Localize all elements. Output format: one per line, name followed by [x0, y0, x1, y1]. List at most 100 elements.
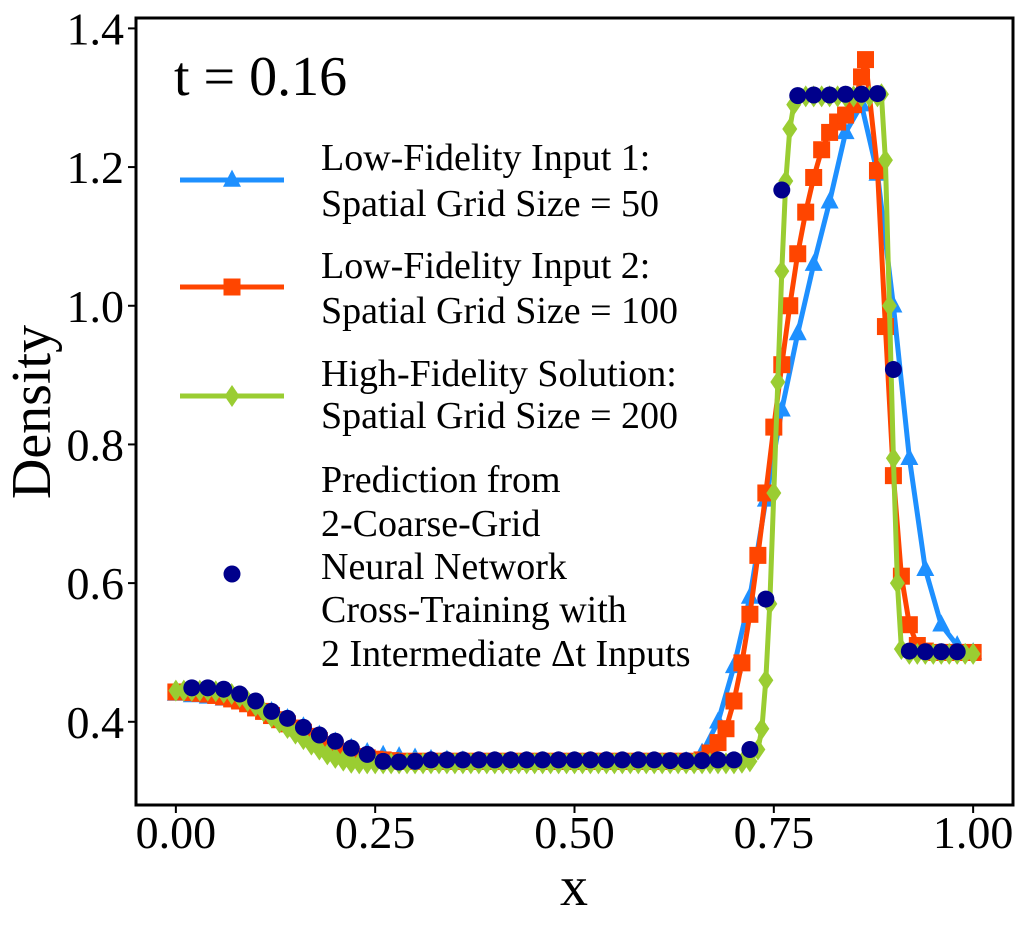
series-4-point — [358, 745, 376, 763]
series-2-point — [781, 297, 799, 315]
legend-marker — [224, 385, 240, 407]
series-3-point — [774, 260, 790, 283]
series-4-point — [215, 680, 233, 698]
series-4-point — [693, 752, 711, 770]
series-2-point — [709, 734, 727, 752]
series-3-point — [766, 481, 782, 504]
series-4-point — [629, 751, 647, 769]
series-4-point — [837, 85, 855, 103]
series-4-point — [294, 718, 312, 736]
legend-label: Low-Fidelity Input 2:Spatial Grid Size =… — [321, 245, 678, 332]
series-2-point — [733, 654, 751, 672]
series-4-point — [805, 86, 823, 104]
series-4-point — [900, 642, 918, 660]
legend-entry-1: Low-Fidelity Input 1:Spatial Grid Size =… — [180, 137, 659, 225]
time-annotation: t = 0.16 — [174, 46, 347, 108]
series-1-point — [836, 122, 855, 140]
series-4-point — [278, 709, 296, 727]
series-3-point — [877, 149, 893, 172]
series-4-point — [821, 86, 839, 104]
series-4-point — [550, 751, 568, 769]
legend-label: High-Fidelity Solution:Spatial Grid Size… — [321, 353, 678, 437]
series-1-point — [900, 447, 919, 466]
series-4-point — [486, 751, 504, 769]
series-2-point — [805, 168, 823, 186]
series-4-point — [231, 685, 249, 703]
series-4-point — [789, 87, 807, 105]
legend-marker — [223, 169, 241, 187]
series-4-point — [438, 751, 456, 769]
series-4-point — [932, 643, 950, 661]
series-3-point — [758, 669, 774, 692]
series-4-point — [247, 692, 265, 710]
series-3-point — [885, 447, 901, 470]
series-3-point — [881, 294, 897, 317]
series-4-point — [677, 752, 695, 770]
y-axis-label: Density — [1, 325, 63, 499]
series-4-point — [422, 751, 440, 769]
series-4-point — [948, 643, 966, 661]
series-1-point — [932, 614, 951, 632]
series-4-point — [502, 751, 520, 769]
legend-marker — [223, 565, 241, 583]
series-4-point — [741, 741, 759, 759]
y-tick-label: 0.8 — [67, 419, 125, 470]
series-4-point — [884, 361, 902, 379]
series-2-point — [741, 605, 759, 623]
x-tick-label: 0.75 — [734, 807, 815, 858]
series-4-point — [342, 739, 360, 757]
legend-entry-3: High-Fidelity Solution:Spatial Grid Size… — [180, 353, 678, 437]
series-4-point — [709, 751, 727, 769]
legend: Low-Fidelity Input 1:Spatial Grid Size =… — [180, 137, 691, 675]
series-4 — [183, 85, 966, 771]
series-2-point — [797, 203, 815, 221]
legend-entry-2: Low-Fidelity Input 2:Spatial Grid Size =… — [180, 245, 678, 332]
series-4-point — [310, 726, 328, 744]
series-2-point — [900, 616, 918, 634]
series-3-point — [770, 371, 786, 394]
legend-marker — [223, 278, 241, 296]
series-2-point — [749, 546, 767, 564]
series-4-point — [374, 752, 392, 770]
series-4-point — [757, 590, 775, 608]
series-2-point — [853, 68, 871, 86]
series-1-point — [820, 191, 839, 209]
y-tick-label: 0.4 — [67, 697, 125, 748]
series-4-point — [326, 732, 344, 750]
legend-label: Low-Fidelity Input 1:Spatial Grid Size =… — [321, 137, 659, 225]
series-2-point — [868, 162, 886, 180]
series-4-point — [390, 753, 408, 771]
series-2-point — [813, 141, 831, 159]
series-2-point — [789, 245, 807, 263]
series-4-point — [183, 679, 201, 697]
y-tick-label: 0.6 — [67, 558, 125, 609]
y-tick-label: 1.2 — [67, 142, 125, 193]
series-4-point — [725, 751, 743, 769]
x-tick-label: 0.00 — [136, 807, 217, 858]
series-2-point — [717, 720, 735, 738]
series-1-point — [916, 558, 935, 576]
series-1-point — [804, 253, 823, 271]
series-4-point — [518, 751, 536, 769]
series-4-point — [263, 702, 281, 720]
series-4-point — [581, 751, 599, 769]
series-3-point — [754, 717, 770, 740]
x-tick-label: 0.50 — [534, 807, 615, 858]
series-4-point — [534, 751, 552, 769]
series-4-point — [853, 85, 871, 103]
x-axis-label: x — [560, 856, 588, 918]
series-4-point — [868, 85, 886, 103]
y-tick-label: 1.4 — [67, 3, 125, 54]
series-layer — [166, 51, 983, 775]
y-tick-label: 1.0 — [67, 281, 125, 332]
series-4-point — [613, 751, 631, 769]
x-tick-label: 0.25 — [335, 807, 416, 858]
series-4-point — [566, 751, 583, 769]
series-4-point — [916, 643, 934, 661]
series-4-point — [645, 751, 663, 769]
series-3-point — [965, 642, 981, 665]
